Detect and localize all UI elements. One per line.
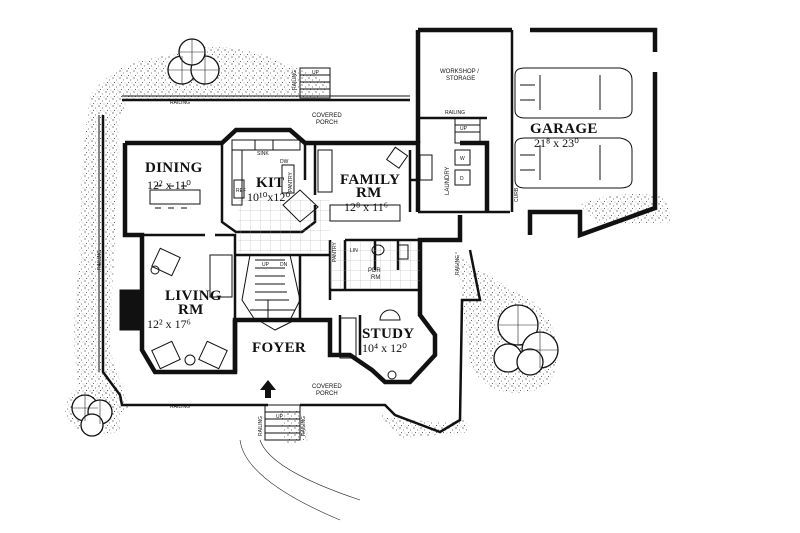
workshop-label: WORKSHOP / (440, 69, 479, 75)
kitchen-cabinets (231, 139, 319, 223)
up-label-front: UP (276, 414, 284, 420)
railing-left: RAILING (97, 250, 103, 270)
powder-fixtures (371, 244, 409, 260)
family-label: FAMILY (340, 172, 400, 188)
railing-step-bottom-2: RAILING (301, 416, 307, 436)
workshop-label-2: STORAGE (446, 76, 475, 82)
kitchen-size: 10¹⁰x12⁰ (247, 190, 290, 204)
laundry-tile-floor (330, 242, 420, 288)
living-size: 12² x 17⁶ (147, 317, 191, 331)
pantry-label-2: PANTRY (332, 242, 338, 262)
railing-top: RAILING (170, 100, 190, 106)
porch-bottom-label: COVERED (312, 384, 342, 390)
living-label: LIVING (165, 288, 222, 304)
foyer-label: FOYER (252, 340, 306, 356)
up-label-stairs: UP (262, 262, 270, 268)
steps (264, 67, 481, 441)
entry-arrow (260, 380, 276, 398)
staircase (241, 254, 301, 331)
dn-label-stairs: DN (280, 262, 288, 268)
laundry-label: LAUNDRY (445, 166, 451, 195)
ref-label: REF (236, 188, 246, 194)
dw-label: DW (280, 159, 289, 165)
study-size: 10⁴ x 12⁰ (362, 341, 407, 355)
dining-label: DINING (145, 160, 203, 176)
exterior-walls (98, 27, 658, 434)
dining-table (149, 185, 201, 209)
garage-size: 21⁸ x 23⁰ (534, 136, 579, 150)
dining-size: 12² x 11⁰ (147, 178, 191, 192)
study-label: STUDY (362, 326, 414, 342)
powder-label-2: RM (371, 275, 380, 281)
porch-top-label-2: PORCH (316, 120, 338, 126)
family-furniture (317, 146, 409, 222)
railing-step-top: RAILING (292, 70, 298, 90)
kitchen-label: KIT (256, 175, 284, 191)
living-label-2: RM (178, 302, 204, 318)
living-furniture (119, 247, 233, 370)
car-bottom (514, 137, 633, 189)
washer-label: W (460, 156, 465, 162)
walkway (239, 439, 361, 521)
family-label-2: RM (356, 185, 382, 201)
linen-label: LIN (350, 248, 358, 254)
up-label-porch: UP (312, 70, 320, 76)
porch-top-label: COVERED (312, 113, 342, 119)
railing-step-bottom: RAILING (258, 416, 264, 436)
railing-garage: RAILING (445, 110, 465, 116)
curb-label: CURB (514, 187, 520, 202)
porch-bottom-label-2: PORCH (316, 391, 338, 397)
study-furniture (339, 309, 401, 380)
laundry-appliances (419, 149, 471, 186)
pantry-label: PANTRY (288, 172, 294, 192)
railing-right: RAILING (455, 255, 461, 275)
garage-label: GARAGE (530, 121, 598, 137)
railing-bottom: RAILING (170, 404, 190, 410)
kitchen-tile-floor (238, 200, 330, 252)
sink-label: SINK (257, 151, 269, 157)
powder-label: PDR (368, 268, 381, 274)
car-top (514, 67, 633, 119)
family-size: 12⁸ x 11⁶ (344, 200, 388, 214)
dryer-label: D (460, 176, 464, 182)
up-label-garage: UP (460, 126, 468, 132)
